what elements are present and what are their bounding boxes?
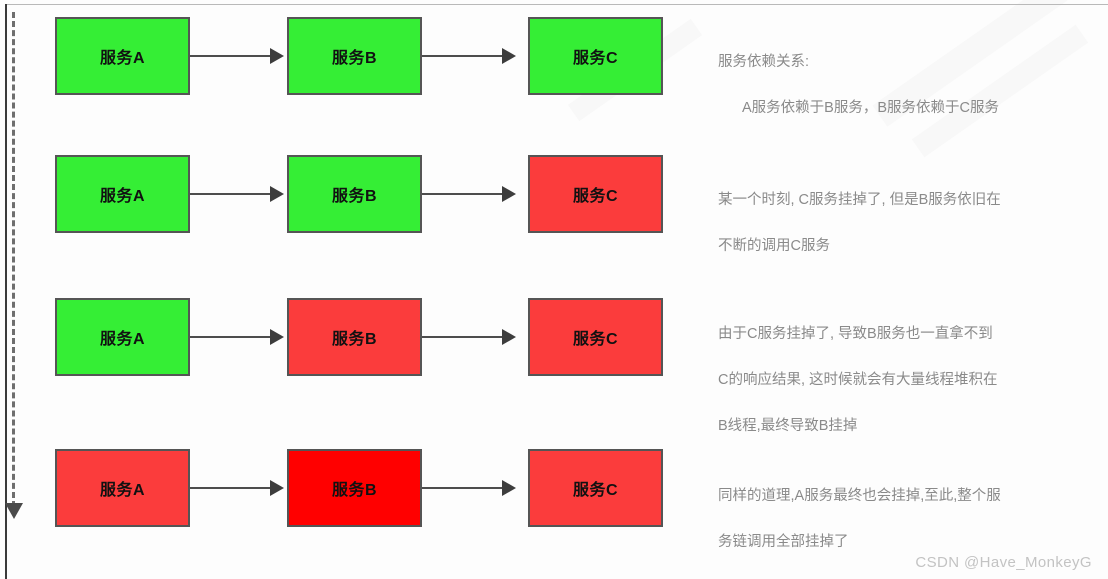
annotation-line: 不断的调用C服务 <box>718 238 830 254</box>
service-node-label: 服务B <box>331 188 378 205</box>
service-node-label: 服务B <box>331 482 378 499</box>
service-node-label: 服务B <box>331 331 378 348</box>
timeline-dashed-line <box>12 12 15 507</box>
service-node-b-row3[interactable]: 服务B <box>287 298 422 376</box>
service-node-label: 服务A <box>99 188 146 205</box>
connector-a-to-b-row3 <box>190 336 272 338</box>
service-node-label: 服务C <box>572 188 619 205</box>
service-node-label: 服务C <box>572 331 619 348</box>
annotation-line: B线程,最终导致B挂掉 <box>718 418 858 434</box>
connector-a-to-b-row4 <box>190 487 272 489</box>
service-node-c-row3[interactable]: 服务C <box>528 298 663 376</box>
connector-b-to-c-row1 <box>422 55 504 57</box>
service-node-a-row4[interactable]: 服务A <box>55 449 190 527</box>
annotation-row4: 同样的道理,A服务最终也会挂掉,至此,整个服 务链调用全部挂掉了 <box>718 462 1068 577</box>
service-node-a-row3[interactable]: 服务A <box>55 298 190 376</box>
connector-arrow-icon <box>270 186 284 202</box>
connector-arrow-icon <box>270 480 284 496</box>
csdn-watermark: CSDN @Have_MonkeyG <box>915 554 1092 571</box>
service-node-b-row2[interactable]: 服务B <box>287 155 422 233</box>
connector-arrow-icon <box>502 186 516 202</box>
annotation-line: 由于C服务挂掉了, 导致B服务也一直拿不到 <box>718 326 993 342</box>
annotation-line: C的响应结果, 这时候就会有大量线程堆积在 <box>718 372 998 388</box>
service-node-c-row4[interactable]: 服务C <box>528 449 663 527</box>
page-left-border <box>5 4 7 579</box>
service-node-a-row2[interactable]: 服务A <box>55 155 190 233</box>
service-node-label: 服务A <box>99 331 146 348</box>
connector-b-to-c-row4 <box>422 487 504 489</box>
annotation-row3: 由于C服务挂掉了, 导致B服务也一直拿不到 C的响应结果, 这时候就会有大量线程… <box>718 300 1068 461</box>
connector-b-to-c-row2 <box>422 193 504 195</box>
service-node-label: 服务B <box>331 50 378 67</box>
connector-arrow-icon <box>270 48 284 64</box>
service-node-label: 服务A <box>99 50 146 67</box>
service-node-label: 服务C <box>572 50 619 67</box>
service-node-b-row1[interactable]: 服务B <box>287 17 422 95</box>
annotation-line: A服务依赖于B服务，B服务依赖于C服务 <box>742 100 999 116</box>
annotation-row1: 服务依赖关系: A服务依赖于B服务，B服务依赖于C服务 <box>718 28 1068 143</box>
timeline-arrow-icon <box>5 503 23 519</box>
service-node-c-row1[interactable]: 服务C <box>528 17 663 95</box>
service-node-label: 服务C <box>572 482 619 499</box>
annotation-row2: 某一个时刻, C服务挂掉了, 但是B服务依旧在 不断的调用C服务 <box>718 166 1068 281</box>
service-node-b-row4[interactable]: 服务B <box>287 449 422 527</box>
annotation-line: 某一个时刻, C服务挂掉了, 但是B服务依旧在 <box>718 192 1001 208</box>
service-node-a-row1[interactable]: 服务A <box>55 17 190 95</box>
connector-arrow-icon <box>270 329 284 345</box>
connector-a-to-b-row1 <box>190 55 272 57</box>
annotation-line: 服务依赖关系: <box>718 54 810 70</box>
annotation-line: 同样的道理,A服务最终也会挂掉,至此,整个服 <box>718 488 1001 504</box>
connector-arrow-icon <box>502 329 516 345</box>
connector-arrow-icon <box>502 48 516 64</box>
connector-a-to-b-row2 <box>190 193 272 195</box>
service-node-c-row2[interactable]: 服务C <box>528 155 663 233</box>
connector-b-to-c-row3 <box>422 336 504 338</box>
service-node-label: 服务A <box>99 482 146 499</box>
annotation-line: 务链调用全部挂掉了 <box>718 534 849 550</box>
page-top-border <box>6 4 1108 5</box>
connector-arrow-icon <box>502 480 516 496</box>
